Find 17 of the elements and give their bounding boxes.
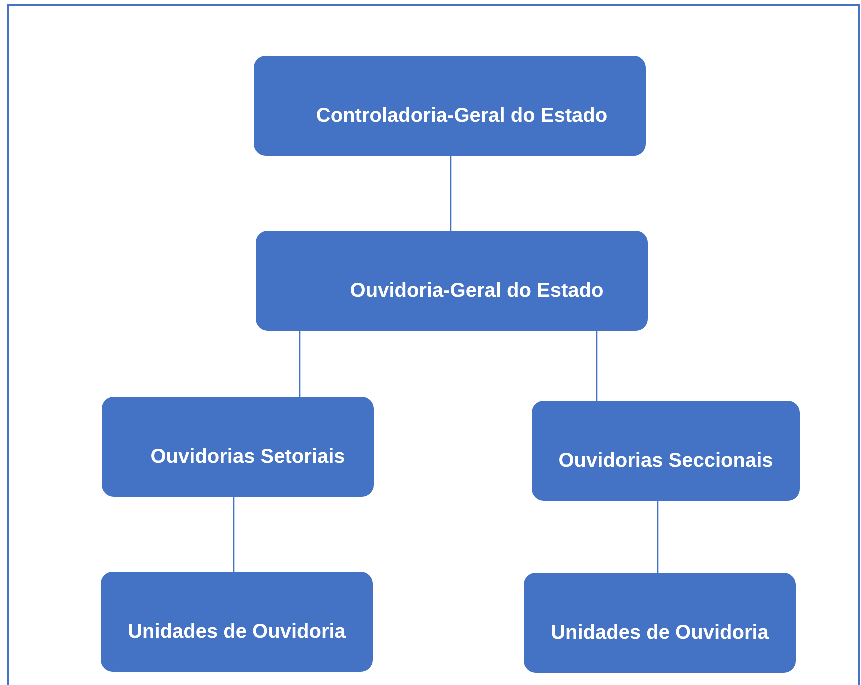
- connector-line: [450, 156, 452, 231]
- box-title: Controladoria-Geral do Estado: [316, 104, 608, 128]
- org-box: [101, 572, 373, 672]
- org-box: [254, 56, 646, 156]
- box-title: Ouvidorias Seccionais: [558, 448, 774, 474]
- org-box: [102, 397, 374, 497]
- box-title: Unidades de Ouvidoria: [551, 620, 769, 646]
- connector-line: [657, 501, 659, 573]
- connector-line: [299, 331, 301, 397]
- box-title: Ouvidoria-Geral do Estado: [350, 278, 604, 304]
- box-title: Unidades de Ouvidoria: [128, 620, 346, 644]
- connector-line: [596, 331, 598, 401]
- connector-line: [233, 497, 235, 572]
- box-title: Ouvidorias Setoriais: [150, 444, 346, 470]
- org-box: [524, 573, 796, 673]
- org-box: [532, 401, 800, 501]
- org-box: [256, 231, 648, 331]
